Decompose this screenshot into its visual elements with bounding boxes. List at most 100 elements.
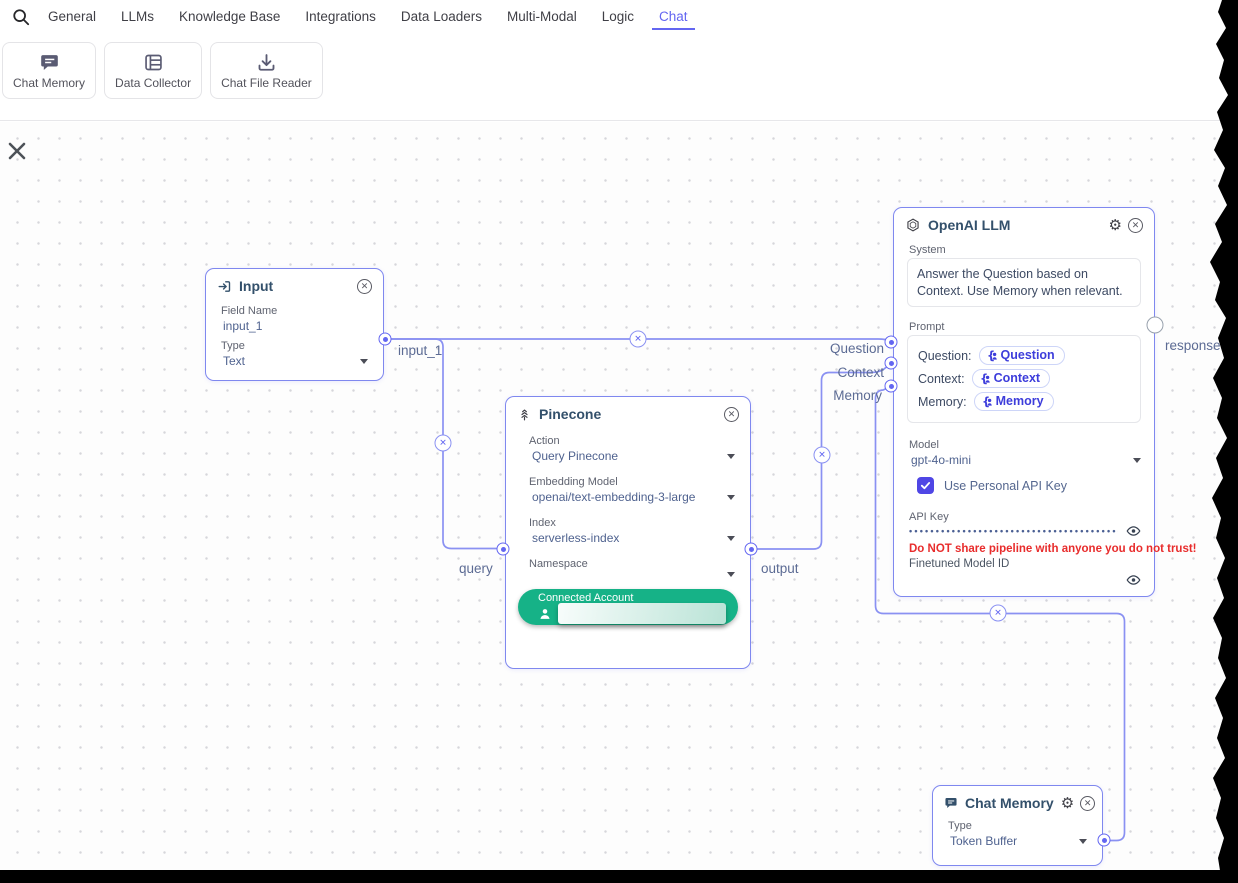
chat-bubble-icon xyxy=(944,796,958,810)
chevron-down-icon[interactable] xyxy=(727,453,735,459)
person-icon xyxy=(540,608,550,619)
gear-icon[interactable]: ⚙ xyxy=(1108,215,1122,234)
edge-label-context: Context xyxy=(837,365,884,380)
pinecone-icon xyxy=(517,407,532,422)
node-chat-memory[interactable]: Chat Memory ⚙ ✕ Type Token Buffer xyxy=(932,785,1103,866)
system-textarea[interactable]: Answer the Question based on Context. Us… xyxy=(907,258,1141,307)
close-circle-icon[interactable]: ✕ xyxy=(357,278,372,294)
data-table-icon xyxy=(143,51,164,73)
bottom-black-bar xyxy=(0,870,1238,883)
palette-card-data-collector[interactable]: Data Collector xyxy=(104,42,203,99)
node-title: Input xyxy=(239,278,274,294)
chevron-down-icon[interactable] xyxy=(727,572,735,577)
action-value[interactable]: Query Pinecone xyxy=(532,449,619,463)
type-label: Type xyxy=(948,820,972,832)
pill-label: Context xyxy=(993,371,1041,385)
variable-brace-icon: { xyxy=(982,395,992,408)
tab-general[interactable]: General xyxy=(48,9,97,24)
type-value[interactable]: Token Buffer xyxy=(950,834,1018,848)
input-arrow-icon xyxy=(217,279,232,294)
field-name-value[interactable]: input_1 xyxy=(223,319,263,333)
tab-llms[interactable]: LLMs xyxy=(121,9,155,24)
svg-text:{: { xyxy=(980,372,988,385)
finetuned-model-id-label: Finetuned Model ID xyxy=(909,558,1010,570)
handle-openai-response[interactable] xyxy=(1146,316,1164,334)
palette-card-label: Chat Memory xyxy=(13,76,86,90)
edge-delete-button[interactable]: ✕ xyxy=(989,604,1007,622)
edge-label-question: Question xyxy=(829,341,884,356)
model-label: Model xyxy=(909,439,939,451)
use-personal-api-key-label: Use Personal API Key xyxy=(944,478,1067,493)
tab-multi-modal[interactable]: Multi-Modal xyxy=(506,9,577,24)
close-circle-icon[interactable]: ✕ xyxy=(1080,795,1096,811)
edge-label-query: query xyxy=(459,561,493,576)
node-pinecone[interactable]: Pinecone ✕ Action Query Pinecone Embeddi… xyxy=(505,396,751,669)
node-title: OpenAI LLM xyxy=(928,217,1011,233)
palette-card-chat-memory[interactable]: Chat Memory xyxy=(2,42,97,99)
model-value[interactable]: gpt-4o-mini xyxy=(911,453,972,467)
gear-icon[interactable]: ⚙ xyxy=(1060,793,1075,812)
prompt-key: Context: xyxy=(918,371,965,386)
chat-bubble-icon xyxy=(39,51,60,73)
handle-openai-context[interactable] xyxy=(884,356,898,370)
use-personal-api-key-checkbox[interactable] xyxy=(917,477,934,494)
field-name-label: Field Name xyxy=(221,305,278,317)
category-tabs: General LLMs Knowledge Base Integrations… xyxy=(0,0,695,33)
variable-pill-question[interactable]: { Question xyxy=(978,346,1065,365)
embedding-model-value[interactable]: openai/text-embedding-3-large xyxy=(532,490,696,504)
handle-chat-memory-output[interactable] xyxy=(1097,833,1111,847)
node-input[interactable]: Input ✕ Field Name input_1 Type Text xyxy=(205,268,384,381)
svg-text:{: { xyxy=(987,349,995,362)
variable-brace-icon: { xyxy=(987,349,997,362)
tab-chat[interactable]: Chat xyxy=(652,0,695,33)
eye-icon[interactable] xyxy=(1126,574,1141,586)
close-circle-icon[interactable]: ✕ xyxy=(1128,217,1143,233)
handle-openai-question[interactable] xyxy=(884,335,898,349)
index-value[interactable]: serverless-index xyxy=(532,531,620,545)
tab-data-loaders[interactable]: Data Loaders xyxy=(400,9,482,24)
palette-card-label: Data Collector xyxy=(115,76,192,90)
handle-openai-memory[interactable] xyxy=(884,379,898,393)
api-key-warning: Do NOT share pipeline with anyone you do… xyxy=(909,543,1197,555)
api-key-masked-value[interactable]: •••••••••••••••••••••••••••••••••••••••• xyxy=(909,526,1118,536)
prompt-key: Memory: xyxy=(918,394,967,409)
search-icon[interactable] xyxy=(12,8,30,26)
connected-account-label: Connected Account xyxy=(538,592,634,604)
type-label: Type xyxy=(221,340,245,352)
chevron-down-icon[interactable] xyxy=(360,358,368,364)
prompt-label: Prompt xyxy=(909,321,945,333)
variable-pill-context[interactable]: { Context xyxy=(971,369,1051,388)
prompt-textarea[interactable]: Question: { Question Context: { Context … xyxy=(907,335,1141,423)
edge-delete-button[interactable]: ✕ xyxy=(813,446,831,464)
palette-card-label: Chat File Reader xyxy=(221,76,312,90)
chevron-down-icon[interactable] xyxy=(727,535,735,541)
tab-logic[interactable]: Logic xyxy=(601,9,635,24)
connected-account-button[interactable]: Connected Account xyxy=(518,589,738,625)
edge-delete-button[interactable]: ✕ xyxy=(434,434,452,452)
embedding-model-label: Embedding Model xyxy=(529,476,618,488)
system-text: Answer the Question based on Context. Us… xyxy=(917,267,1123,298)
tab-integrations[interactable]: Integrations xyxy=(305,9,376,24)
index-label: Index xyxy=(529,517,556,529)
close-circle-icon[interactable]: ✕ xyxy=(724,406,739,422)
node-openai-llm[interactable]: OpenAI LLM ⚙ ✕ System Answer the Questio… xyxy=(893,207,1197,597)
palette-card-chat-file-reader[interactable]: Chat File Reader xyxy=(210,42,323,99)
tab-knowledge-base[interactable]: Knowledge Base xyxy=(179,9,281,24)
eye-icon[interactable] xyxy=(1126,525,1141,537)
pill-label: Memory xyxy=(995,394,1044,408)
download-icon xyxy=(256,51,277,73)
namespace-label: Namespace xyxy=(529,558,588,570)
handle-pinecone-output[interactable] xyxy=(744,542,758,556)
edge-delete-button[interactable]: ✕ xyxy=(629,330,647,348)
variable-pill-memory[interactable]: { Memory xyxy=(973,392,1054,411)
chevron-down-icon[interactable] xyxy=(1079,838,1087,844)
handle-input-output[interactable] xyxy=(378,332,392,346)
type-value[interactable]: Text xyxy=(223,354,246,368)
chevron-down-icon[interactable] xyxy=(727,494,735,500)
close-x-icon[interactable] xyxy=(7,141,27,161)
chevron-down-icon[interactable] xyxy=(1133,457,1141,463)
handle-pinecone-query[interactable] xyxy=(496,542,510,556)
api-key-label: API Key xyxy=(909,511,949,523)
redacted-account-name xyxy=(558,603,726,624)
